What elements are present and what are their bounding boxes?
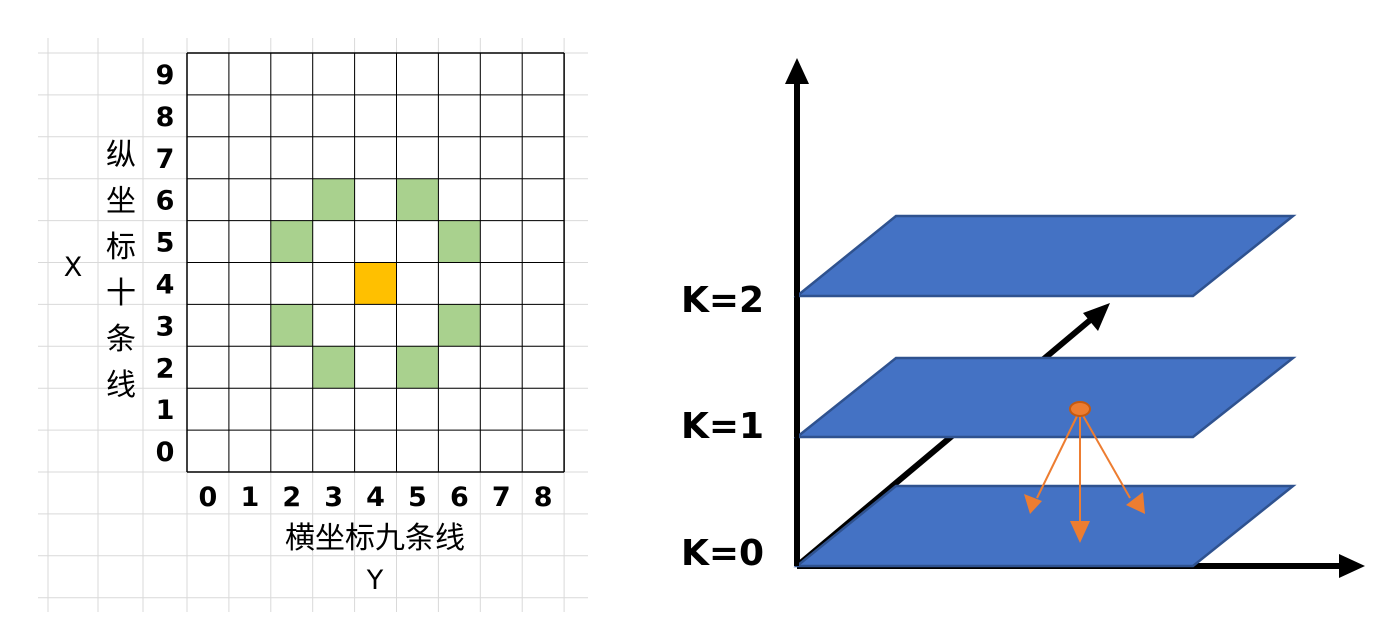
arrow-line-left	[1036, 411, 1080, 499]
column-label: 4	[366, 482, 385, 513]
row-label: 3	[156, 311, 175, 342]
arrow-line-right	[1080, 411, 1131, 499]
neighbor-cell	[396, 178, 439, 221]
vertical-axis-arrowhead	[785, 58, 809, 84]
row-label: 0	[156, 437, 175, 468]
neighbor-arrows	[1024, 411, 1145, 543]
column-label: 0	[199, 482, 218, 513]
row-label: 9	[156, 60, 175, 91]
horizontal-axis-arrowhead	[1339, 554, 1365, 578]
board-grid	[186, 52, 565, 473]
neighbor-cell	[270, 220, 313, 263]
row-labels: 9 8 7 6 5 4 3 2 1 0	[156, 60, 175, 468]
grid-cells	[270, 178, 481, 389]
neighbor-cell	[312, 346, 355, 389]
layer-label-k0: K=0	[681, 533, 764, 574]
layer-label-k1: K=1	[681, 406, 764, 447]
row-label: 5	[156, 228, 175, 259]
center-cell	[354, 262, 397, 305]
column-label: 3	[324, 482, 343, 513]
arrow-head-down	[1070, 521, 1090, 543]
vertical-title-char: 条	[106, 322, 136, 357]
vertical-title-char: 十	[106, 276, 136, 311]
x-axis-letter: X	[64, 252, 83, 283]
neighbor-cell	[438, 304, 481, 347]
column-label: 7	[492, 482, 511, 513]
layer-diagram: K=2 K=1 K=0	[681, 58, 1365, 578]
neighbor-cell	[438, 220, 481, 263]
row-label: 1	[156, 395, 175, 426]
arrow-head-right	[1126, 492, 1145, 514]
arrow-head-left	[1024, 494, 1042, 514]
column-label: 8	[534, 482, 553, 513]
neighbor-cell	[396, 346, 439, 389]
layer-plane-k1	[793, 356, 1297, 439]
layer-plane-k0	[793, 484, 1297, 568]
neighbor-cell	[312, 178, 355, 221]
y-axis-letter: Y	[366, 565, 384, 596]
horizontal-axis-title: 横坐标九条线	[285, 521, 465, 556]
row-label: 6	[156, 186, 175, 217]
current-point	[1069, 401, 1091, 417]
column-label: 1	[240, 482, 259, 513]
vertical-title-char: 标	[106, 230, 136, 265]
column-label: 5	[408, 482, 427, 513]
column-label: 2	[282, 482, 301, 513]
column-label: 6	[450, 482, 469, 513]
vertical-title-char: 纵	[106, 138, 136, 173]
row-label: 8	[156, 102, 175, 133]
row-label: 4	[156, 269, 175, 300]
depth-axis-arrowhead	[1083, 303, 1110, 331]
layer-plane-k2	[793, 214, 1297, 298]
layer-label-k2: K=2	[681, 280, 764, 321]
row-label: 7	[156, 144, 175, 175]
vertical-title-char: 线	[106, 368, 136, 403]
neighbor-cell	[270, 304, 313, 347]
row-label: 2	[156, 353, 175, 384]
vertical-title-char: 坐	[106, 184, 136, 219]
